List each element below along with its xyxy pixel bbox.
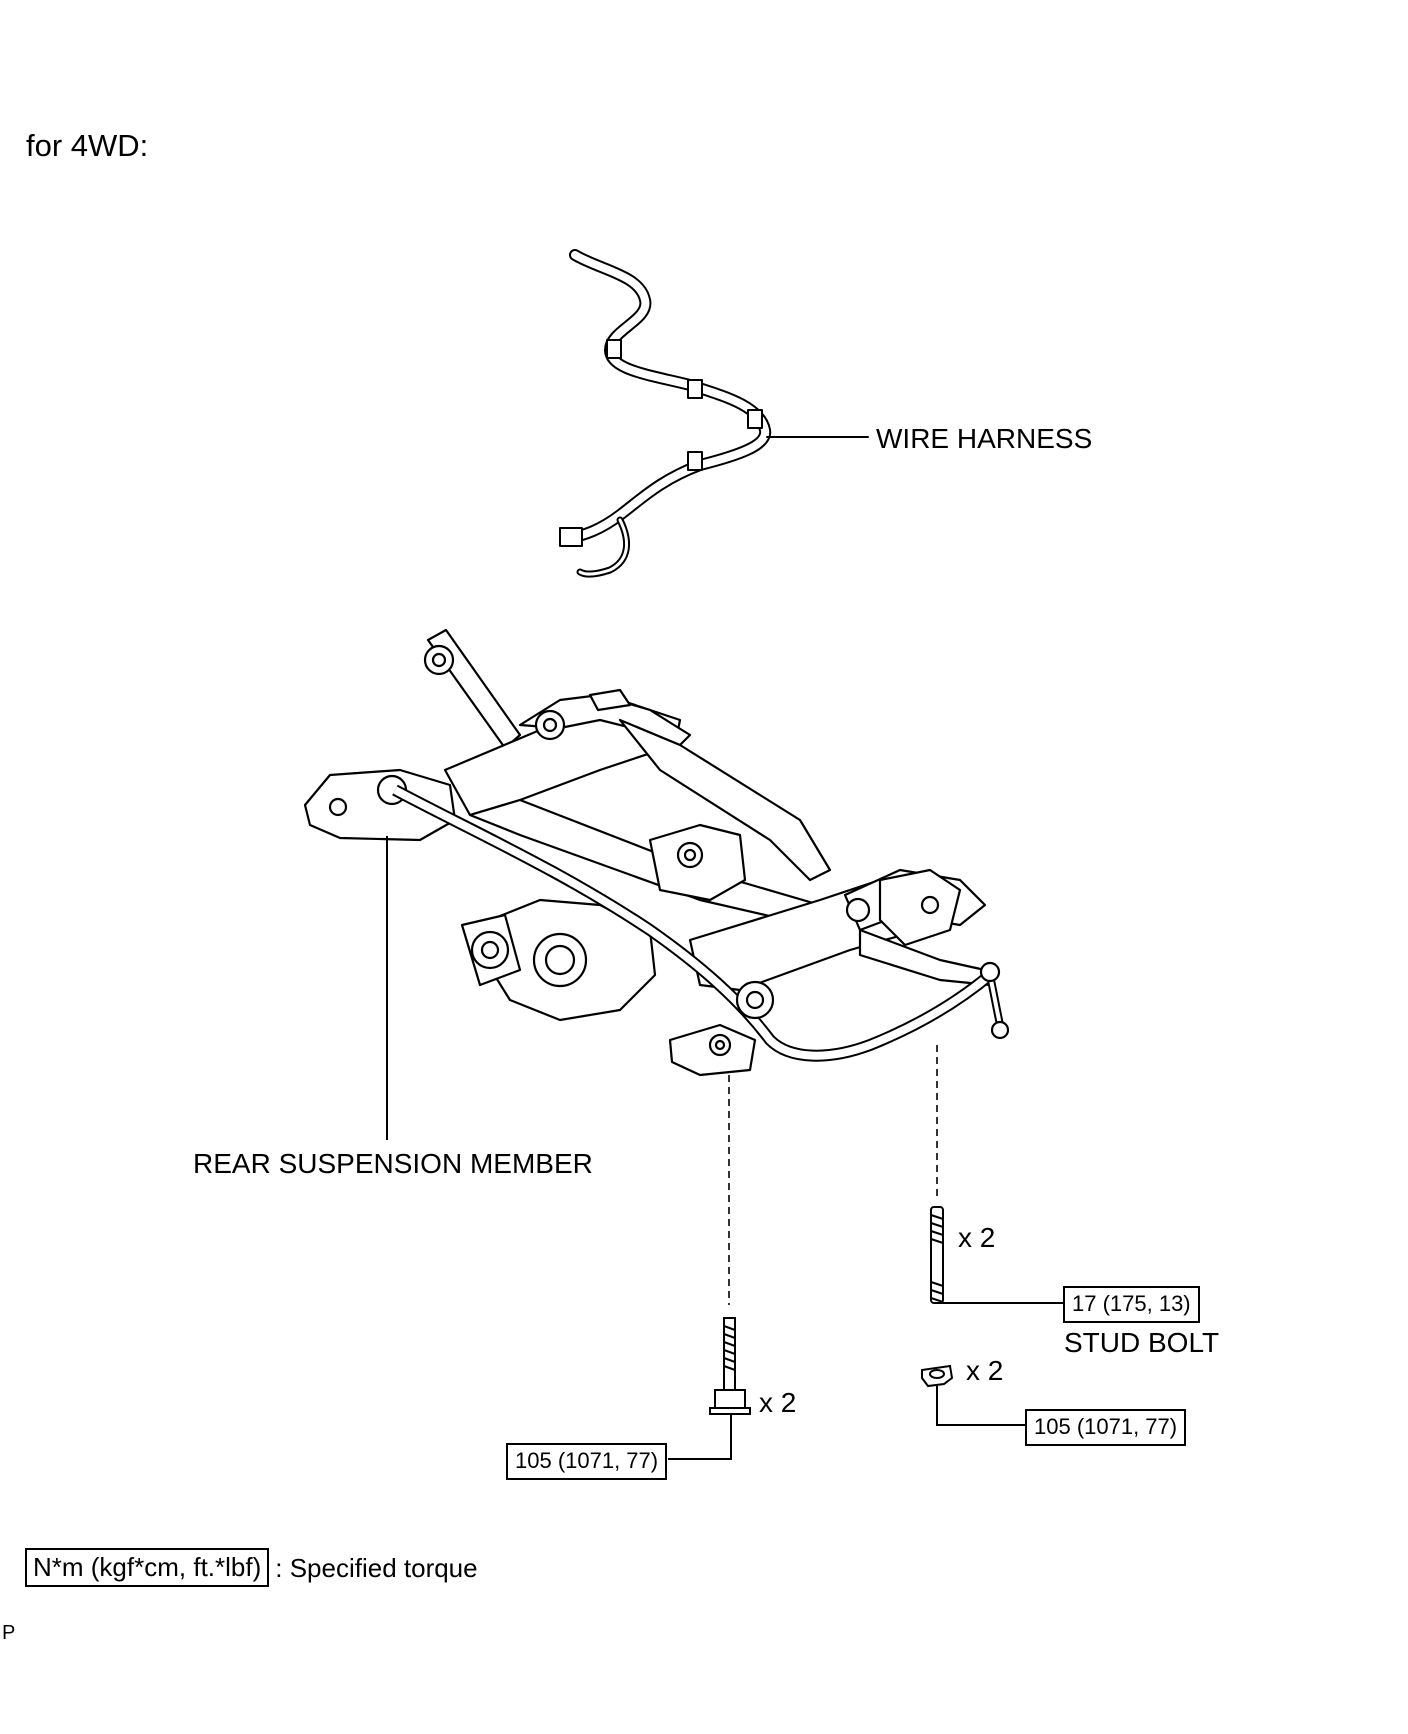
nut-quantity: x 2 <box>966 1355 1004 1386</box>
bolt-quantity: x 2 <box>759 1387 797 1418</box>
page-mark: P <box>2 1622 16 1644</box>
nut-torque-box: 105 (1071, 77) <box>1025 1409 1187 1446</box>
stud-bolt-torque-box: 17 (175, 13) <box>1063 1286 1200 1323</box>
rear-suspension-member-illustration <box>303 628 1010 1077</box>
stud-bolt-icon <box>930 1206 944 1304</box>
nut-icon <box>921 1364 954 1388</box>
nut-torque: 105 (1071, 77) <box>1034 1414 1178 1439</box>
bolt-torque-box: 105 (1071, 77) <box>506 1443 668 1480</box>
legend-unit-box: N*m (kgf*cm, ft.*lbf) <box>25 1548 270 1587</box>
stud-bolt-torque: 17 (175, 13) <box>1072 1291 1191 1316</box>
legend-description: : Specified torque <box>275 1552 478 1583</box>
wire-harness-label: WIRE HARNESS <box>876 423 1093 454</box>
stud-bolt-label: STUD BOLT <box>1064 1327 1220 1358</box>
bolt-icon <box>709 1317 751 1415</box>
rear-suspension-member-label: REAR SUSPENSION MEMBER <box>193 1148 593 1179</box>
wire-harness-illustration <box>559 249 869 578</box>
stud-bolt-quantity: x 2 <box>958 1222 996 1253</box>
bolt-torque: 105 (1071, 77) <box>515 1448 659 1473</box>
diagram-title: for 4WD: <box>26 128 149 163</box>
torque-legend: N*m (kgf*cm, ft.*lbf) : Specified torque <box>25 1548 478 1587</box>
